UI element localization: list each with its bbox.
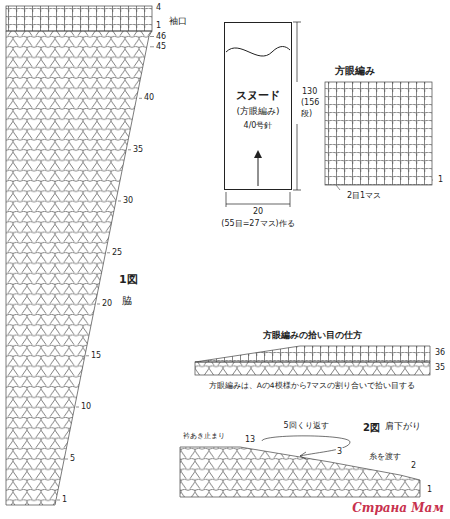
watermark: Страна Мам [351,502,445,515]
row-number: 35 [132,145,144,154]
row-number: 45 [155,42,167,51]
row-number: 30 [122,197,134,206]
row-number: 4 [155,4,162,13]
row-number: 15 [90,351,102,360]
note: 2目1マス [346,192,382,201]
note: 5回くり返す [282,422,329,431]
row-number: 1 [155,22,162,31]
row-number: 1 [426,486,433,495]
row-number: 1 [61,496,68,505]
snood-box: スヌード (方眼編み) 4/0号針 [224,22,292,190]
row-number: 25 [111,248,123,257]
node-text: 4/0号針 [225,121,291,131]
node-text: スヌード [225,89,291,103]
chart-subtitle: 脇 [121,295,133,306]
dimension: 20 [252,208,264,217]
row-number: 10 [80,403,92,412]
node-text: (方眼編み) [225,106,291,118]
node-text-group: スヌード (方眼編み) 4/0号針 [225,89,291,131]
row-number: 36 [434,349,446,358]
row-number: 20 [101,300,113,309]
chart-subtitle: 肩下がり [384,422,422,432]
row-number: 1 [437,176,444,185]
note: 糸を渡す [368,453,402,462]
chart-title: 方眼編み [334,65,376,76]
dimension: 130 [301,88,318,97]
chart-title: 方眼編みの拾い目の仕方 [262,331,363,341]
cuff-label: 袖口 [168,17,188,27]
dimension: (55目=27マス)作る [220,220,295,229]
row-number: 40 [143,94,155,103]
chart-title: 2図 [362,422,381,433]
note: 方眼編みは、Aの4模様から7マスの割り合いで拾い目する [208,382,417,390]
row-number: 2 [410,462,417,471]
row-number: 5 [69,455,76,464]
row-number: 13 [244,436,256,445]
row-number: 3 [336,448,343,457]
row-number: 35 [434,364,446,373]
dimension: (156 [300,99,320,108]
row-number: 46 [155,32,167,41]
note: 衿あき止まり [182,433,226,441]
chart-title: 1図 [118,274,139,286]
dimension: 段) [300,110,313,119]
